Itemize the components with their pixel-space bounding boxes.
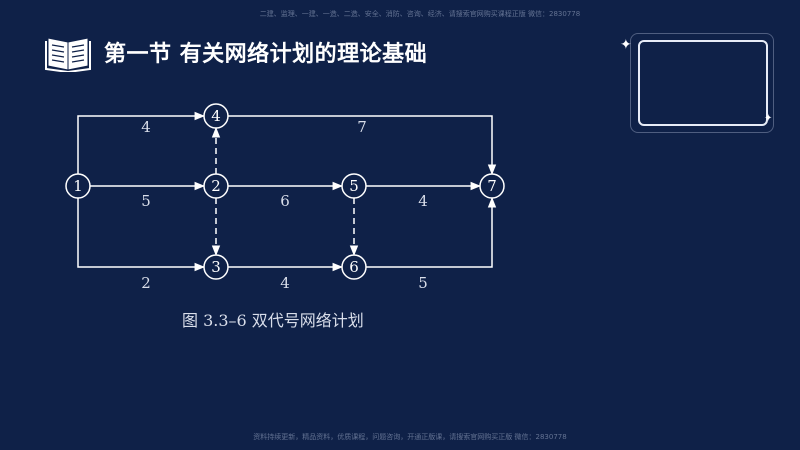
node-circle-4 [203,103,229,129]
video-frame-outer [630,33,774,133]
activity-duration-1-2: 5 [141,192,151,210]
node-circle-7 [479,173,505,199]
node-label-7: 7 [487,177,497,195]
activity-arrow-1-3 [77,198,206,272]
activity-duration-6-7: 5 [418,274,428,292]
sparkle-icon: ✦ [764,113,773,124]
activity-duration-1-4: 4 [141,118,151,136]
title-row: 第一节 有关网络计划的理论基础 [44,30,427,74]
node-label-1: 1 [73,177,83,195]
activity-arrow-1-4 [77,111,206,174]
activity-duration-1-3: 2 [141,274,151,292]
node-circle-3 [203,254,229,280]
page-title: 第一节 有关网络计划的理论基础 [104,42,428,67]
node-label-6: 6 [349,258,359,276]
node-circle-6 [341,254,367,280]
node-label-2: 2 [211,177,221,195]
figure-caption: 图 3.3–6 双代号网络计划 [182,311,364,330]
sparkle-icon: ✦ [620,37,632,53]
node-circle-5 [341,173,367,199]
watermark-bottom: 资料持续更新，精品资料，优质课程，问题咨询，开通正版课，请搜索官网购买正版 微信… [253,433,567,441]
node-label-4: 4 [211,107,221,125]
activity-duration-5-7: 4 [418,192,428,210]
activity-duration-2-5: 6 [280,192,290,210]
node-circle-1 [65,173,91,199]
node-circle-2 [203,173,229,199]
activity-arrow-4-7 [228,115,497,176]
activity-duration-4-7: 7 [357,118,367,136]
book-icon [45,37,91,72]
watermark-top: 二建、监理、一建、一造、二造、安全、消防、咨询、经济、请搜索官网购买课程正版 微… [259,10,581,18]
node-label-3: 3 [211,258,221,276]
node-label-5: 5 [349,177,359,195]
activity-arrow-6-7 [366,196,497,268]
activity-duration-3-6: 4 [280,274,290,292]
video-frame [638,40,768,126]
